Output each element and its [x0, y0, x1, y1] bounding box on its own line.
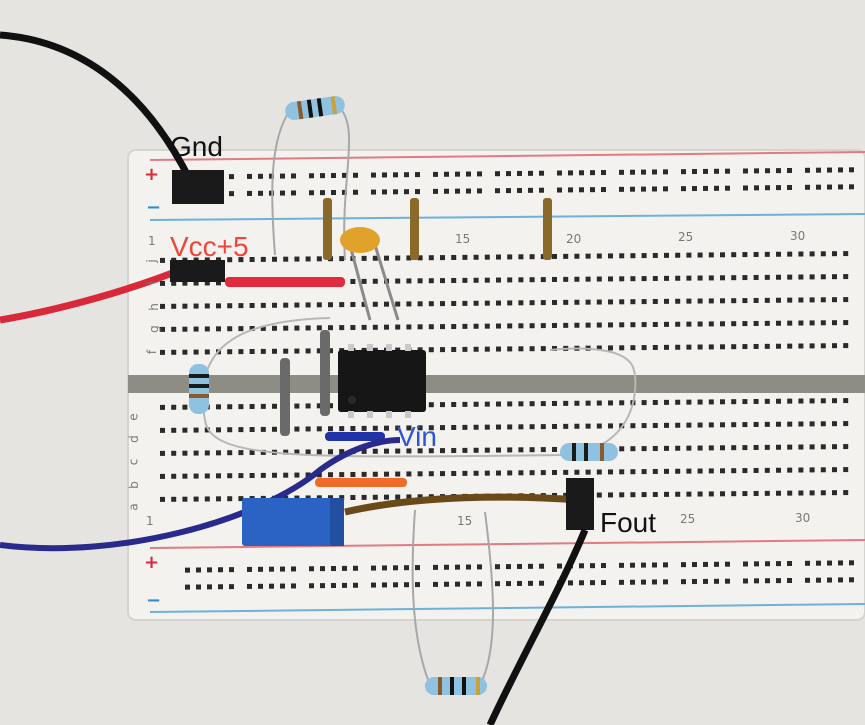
- grey-jumper-2: [320, 330, 330, 416]
- center-channel: [128, 375, 865, 393]
- row-letter: i: [144, 281, 159, 285]
- jumper-brown-2: [410, 198, 419, 260]
- capacitor: [340, 227, 400, 321]
- potentiometer: [242, 498, 344, 546]
- ic-chip: [338, 344, 426, 418]
- row-letter: e: [126, 413, 141, 421]
- red-jumper: [225, 277, 345, 287]
- jumper-brown-1: [323, 198, 332, 260]
- fout-label: Fout: [600, 507, 657, 538]
- vcc-connector: [170, 260, 225, 282]
- column-number: 15: [455, 232, 471, 246]
- row-letter: d: [126, 435, 141, 443]
- jumper-brown-3: [543, 198, 552, 260]
- brown-wire: [344, 493, 581, 516]
- row-letter: c: [126, 458, 141, 466]
- row-letter: f: [145, 349, 160, 355]
- row-letter: h: [146, 303, 161, 311]
- vin-label: Vin: [397, 421, 437, 452]
- breadboard: [127, 149, 865, 621]
- row-letter: a: [126, 503, 141, 511]
- blue-jumper: [325, 432, 385, 441]
- black-wire-fout: [486, 528, 589, 725]
- resistor-left: [189, 364, 209, 414]
- rail-sign-plus-bottom: +: [144, 552, 160, 573]
- resistor-right: [560, 443, 618, 461]
- bottom-red-line: [149, 539, 865, 549]
- rail-sign-minus-top: −: [146, 197, 162, 218]
- blue-wire-vin: [0, 437, 401, 552]
- black-wire-gnd: [0, 31, 194, 182]
- column-number: 20: [566, 232, 582, 246]
- column-number: 30: [795, 511, 811, 525]
- resistor-bottom: [411, 509, 494, 695]
- jumper-wire-loop: [201, 317, 637, 458]
- vcc-label: Vcc+5: [170, 231, 249, 262]
- row-letter: j: [144, 259, 159, 263]
- bottom-blue-line: [149, 603, 865, 613]
- orange-jumper: [315, 478, 407, 487]
- rail-jumpers: [323, 198, 552, 260]
- column-number: 25: [678, 230, 694, 244]
- column-number: 30: [790, 229, 806, 243]
- resistor-top: [271, 96, 351, 261]
- row-letter: g: [146, 325, 161, 333]
- red-wire: [0, 266, 182, 324]
- column-number: 15: [457, 514, 473, 528]
- rail-sign-minus-bottom: −: [146, 590, 162, 611]
- gnd-connector: [172, 170, 224, 204]
- rail-sign-plus-top: +: [144, 164, 160, 185]
- top-red-line: [149, 151, 865, 161]
- grey-jumper-1: [280, 358, 290, 436]
- fout-connector: [566, 478, 594, 530]
- gnd-label: Gnd: [170, 131, 223, 162]
- row-letter: b: [126, 481, 141, 489]
- column-number: 1: [148, 234, 156, 248]
- top-blue-line: [149, 213, 865, 221]
- column-number: 25: [680, 512, 696, 526]
- column-number: 1: [146, 514, 154, 528]
